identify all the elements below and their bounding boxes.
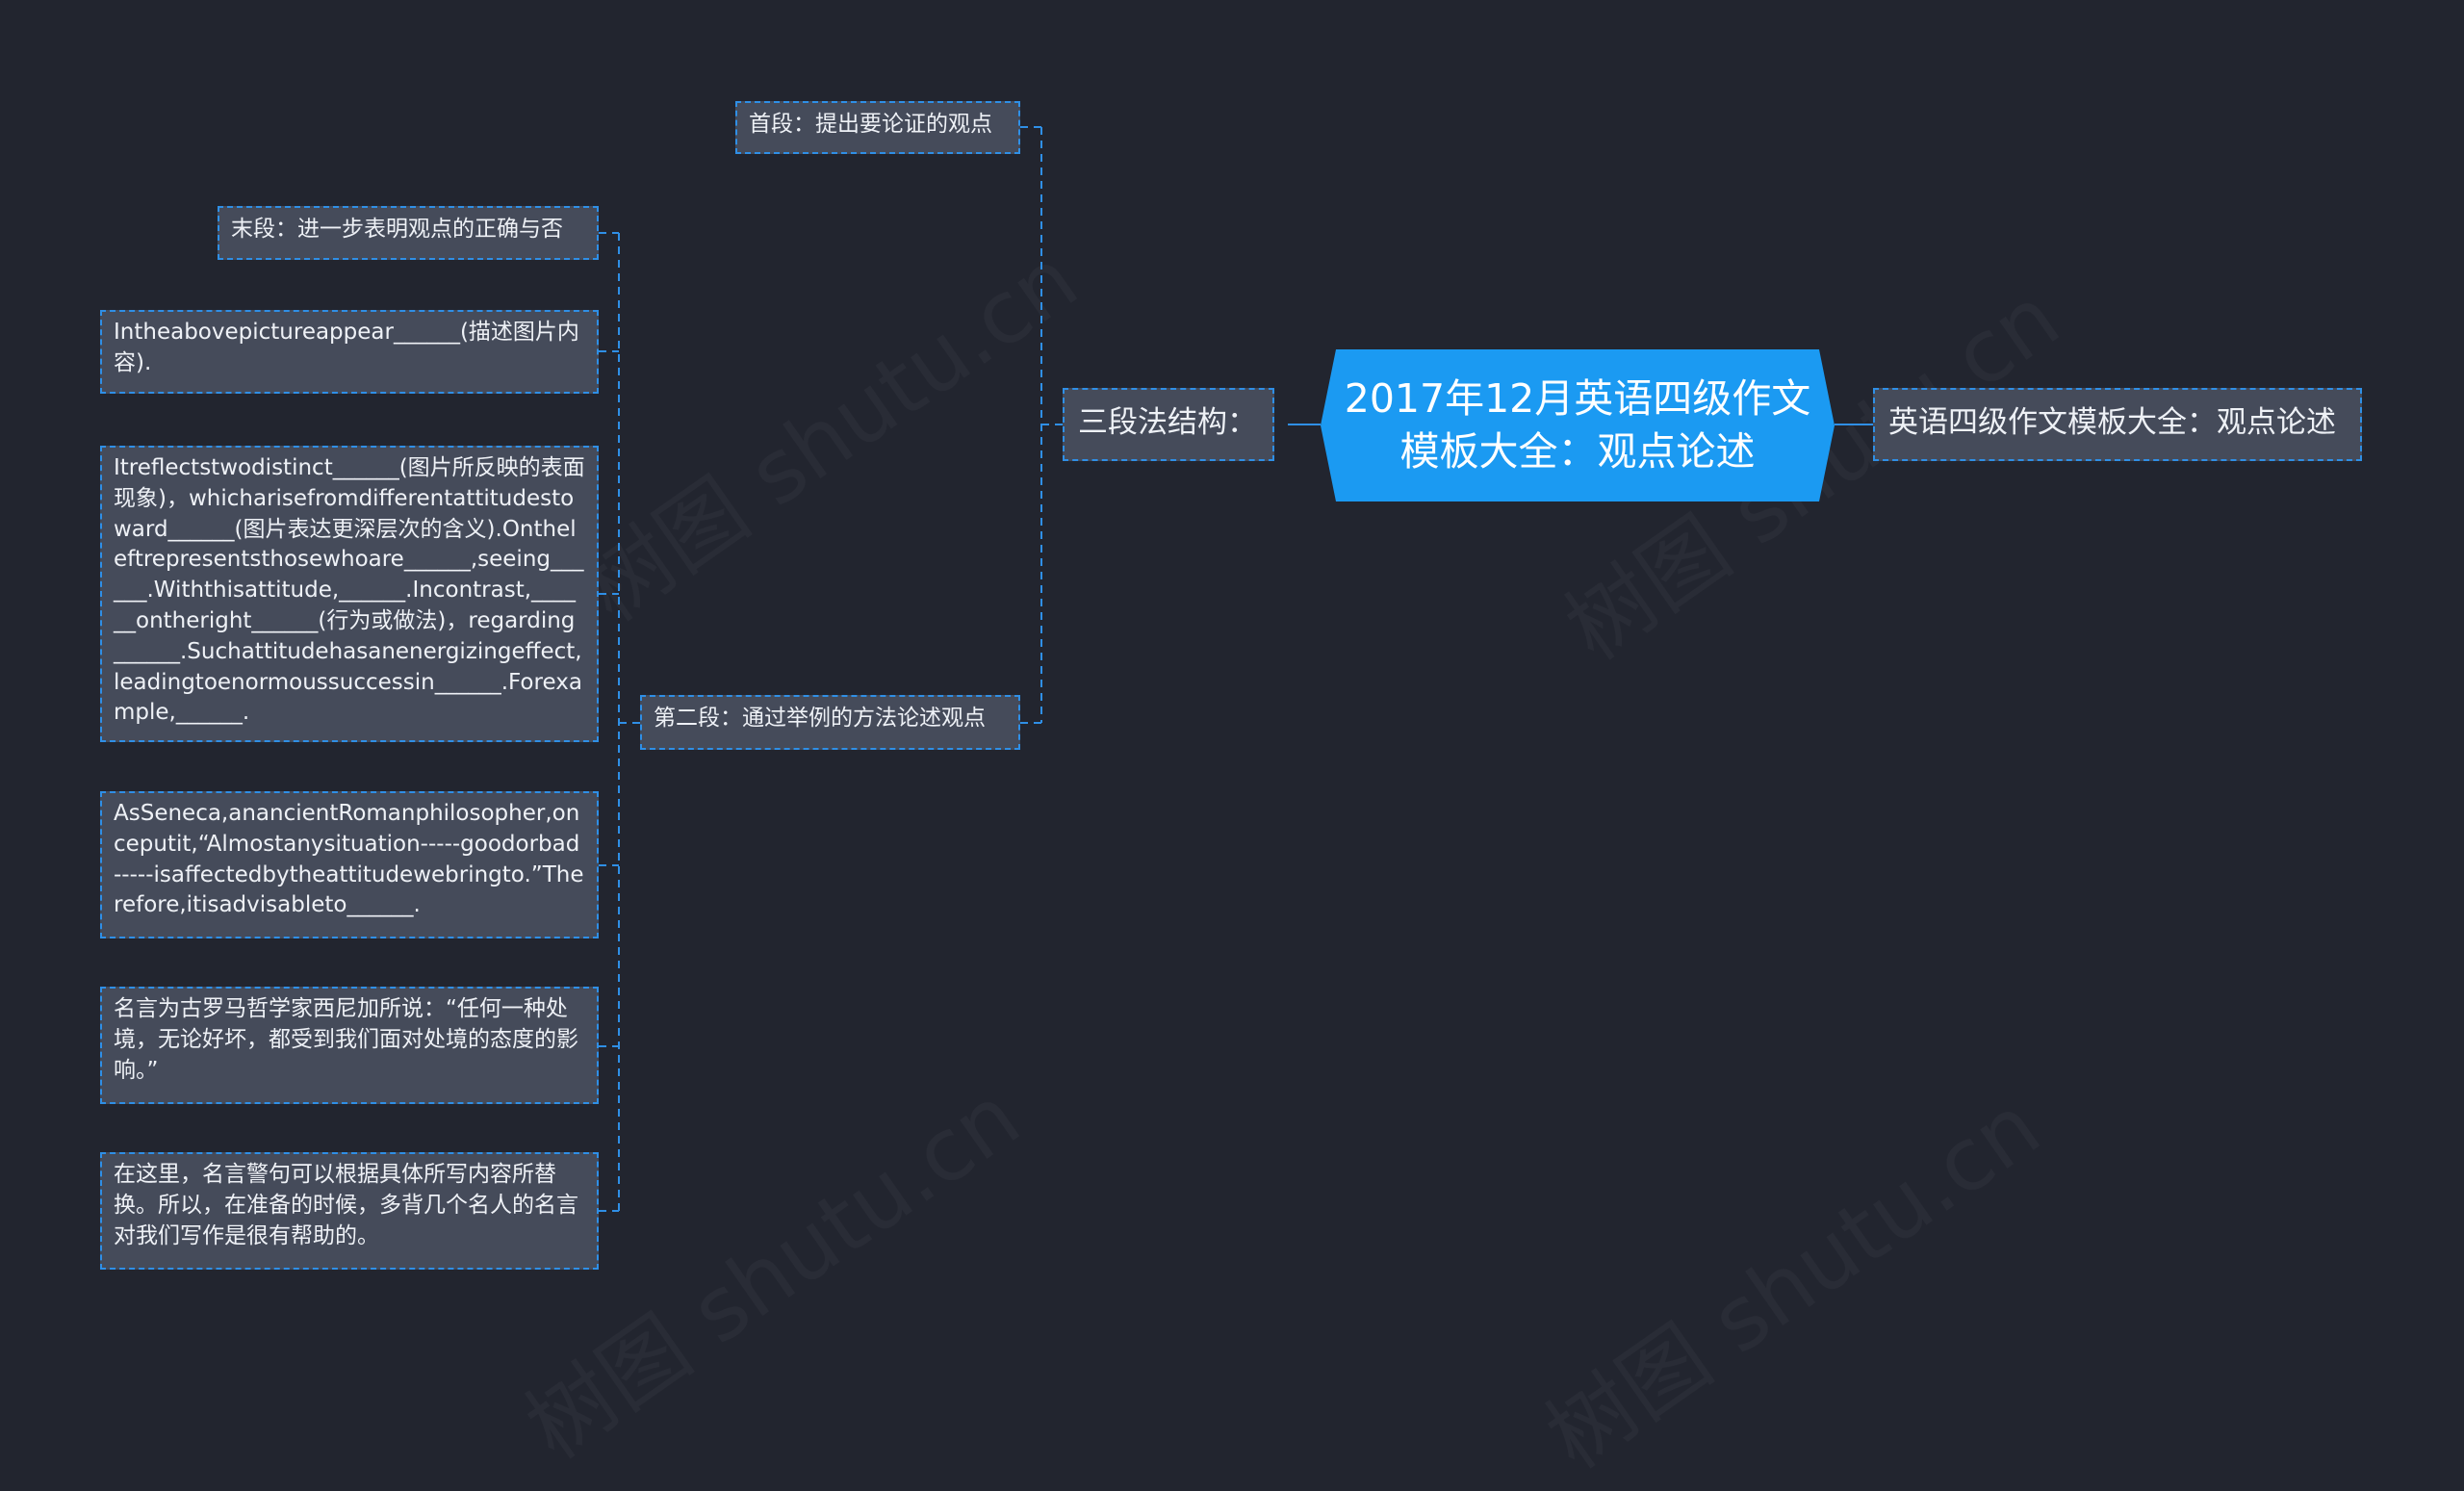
- section-node-first[interactable]: 首段：提出要论证的观点: [735, 101, 1020, 154]
- section-first-label: 首段：提出要论证的观点: [749, 112, 992, 137]
- right-topic-label: 英语四级作文模板大全：观点论述: [1888, 405, 2336, 440]
- section-node-second[interactable]: 第二段：通过举例的方法论述观点: [640, 695, 1020, 750]
- detail-text: Intheabovepictureappear______(描述图片内容).: [114, 320, 579, 375]
- mindmap-canvas: 树图 shutu.cn 树图 shutu.cn 树图 shutu.cn 树图 s…: [100, 101, 2362, 1270]
- branch-node-three-part-structure[interactable]: 三段法结构：: [1063, 388, 1274, 461]
- detail-node-reflection-template[interactable]: Itreflectstwodistinct______(图片所反映的表面现象)，…: [100, 446, 599, 742]
- section-second-label: 第二段：通过举例的方法论述观点: [654, 706, 986, 731]
- detail-node-quote-tip[interactable]: 在这里，名言警句可以根据具体所写内容所替换。所以，在准备的时候，多背几个名人的名…: [100, 1152, 599, 1270]
- right-topic-node[interactable]: 英语四级作文模板大全：观点论述: [1873, 388, 2362, 461]
- detail-text: AsSeneca,anancientRomanphilosopher,oncep…: [114, 801, 584, 918]
- detail-text: 名言为古罗马哲学家西尼加所说：“任何一种处境，无论好坏，都受到我们面对处境的态度…: [114, 996, 578, 1083]
- detail-text: Itreflectstwodistinct______(图片所反映的表面现象)，…: [114, 455, 585, 726]
- branch-label: 三段法结构：: [1078, 405, 1257, 440]
- section-last-label: 末段：进一步表明观点的正确与否: [231, 217, 563, 242]
- detail-node-quote-translation[interactable]: 名言为古罗马哲学家西尼加所说：“任何一种处境，无论好坏，都受到我们面对处境的态度…: [100, 987, 599, 1104]
- detail-node-seneca-quote[interactable]: AsSeneca,anancientRomanphilosopher,oncep…: [100, 791, 599, 938]
- connector-lines: [599, 126, 1873, 1212]
- detail-text: 在这里，名言警句可以根据具体所写内容所替换。所以，在准备的时候，多背几个名人的名…: [114, 1162, 578, 1248]
- root-node[interactable]: 2017年12月英语四级作文模板大全：观点论述: [1321, 349, 1835, 501]
- detail-node-picture-description[interactable]: Intheabovepictureappear______(描述图片内容).: [100, 310, 599, 394]
- root-label: 2017年12月英语四级作文模板大全：观点论述: [1344, 375, 1811, 475]
- section-node-last[interactable]: 末段：进一步表明观点的正确与否: [218, 206, 599, 260]
